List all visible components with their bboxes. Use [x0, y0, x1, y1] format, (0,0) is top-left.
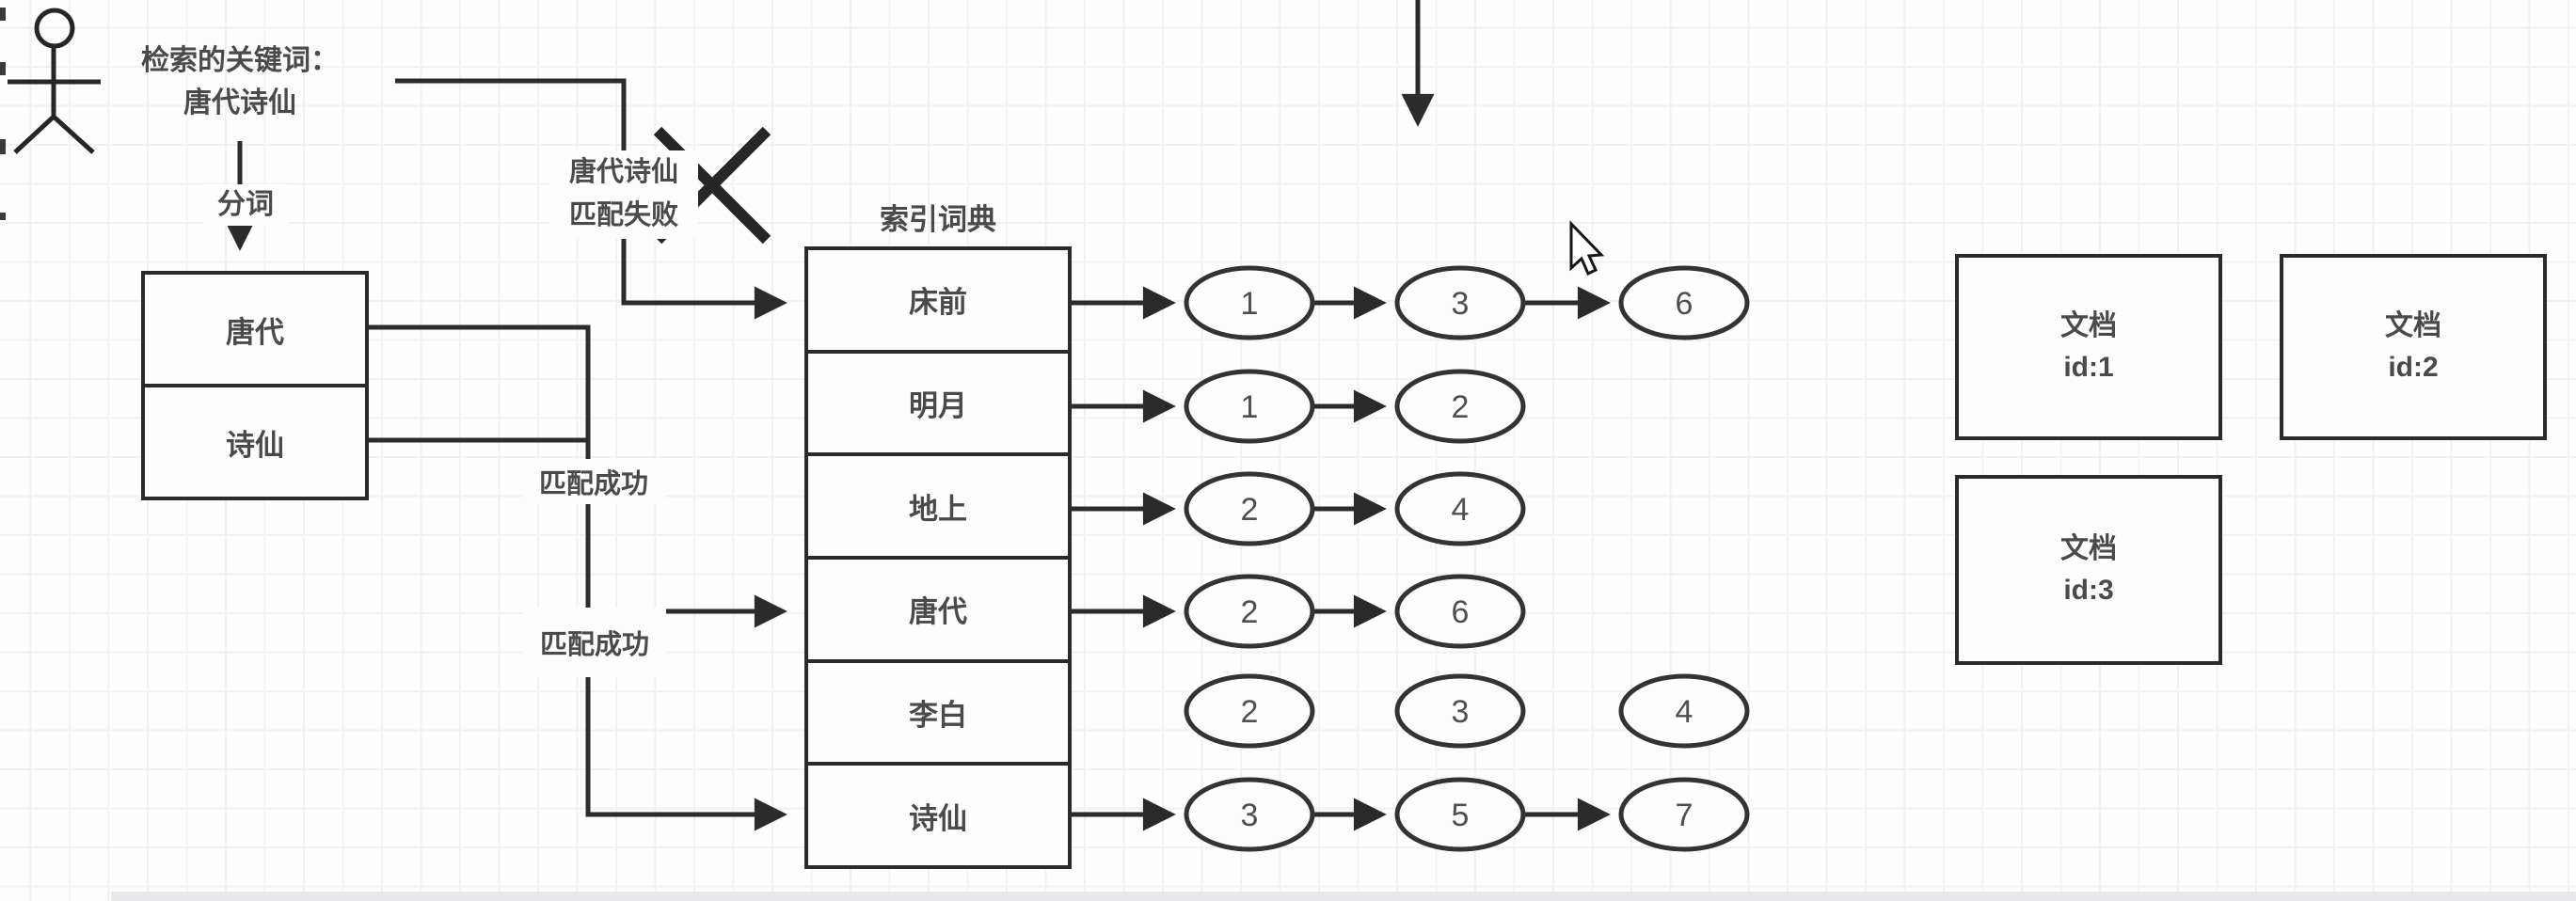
query-keywords-value: 唐代诗仙: [183, 87, 296, 119]
segmentation-label[interactable]: 分词: [203, 184, 288, 226]
query-keywords-label: 检索的关键词： 唐代诗仙: [113, 40, 367, 124]
posting-ellipse[interactable]: [1394, 471, 1526, 546]
posting-ellipse[interactable]: [1184, 369, 1315, 444]
dictionary-row-4[interactable]: 唐代: [808, 556, 1068, 659]
document-box-2[interactable]: 文档 id:2: [2280, 254, 2547, 440]
query-terms-box[interactable]: 唐代 诗仙: [141, 271, 369, 500]
posting-node[interactable]: 5: [1394, 777, 1526, 852]
posting-ellipse[interactable]: [1618, 673, 1750, 749]
posting-node[interactable]: 4: [1394, 471, 1526, 546]
posting-ellipse[interactable]: [1394, 369, 1526, 444]
posting-ellipse[interactable]: [1184, 673, 1315, 749]
posting-number: 3: [1452, 286, 1470, 322]
posting-node[interactable]: 2: [1184, 574, 1315, 649]
dictionary-row-1[interactable]: 床前: [909, 286, 967, 320]
posting-number: 2: [1241, 492, 1259, 528]
posting-node[interactable]: 2: [1184, 471, 1315, 546]
posting-node[interactable]: 7: [1618, 777, 1750, 852]
posting-node[interactable]: 2: [1394, 369, 1526, 444]
posting-number: 1: [1241, 286, 1259, 322]
posting-node[interactable]: 3: [1394, 673, 1526, 749]
document-label: 文档: [2060, 310, 2117, 341]
match-fail-line1: 唐代诗仙: [568, 157, 678, 187]
document-label: 文档: [2385, 310, 2441, 341]
query-term-tangdai[interactable]: 唐代: [226, 315, 284, 349]
dictionary-row-3[interactable]: 地上: [808, 452, 1068, 556]
horizontal-scrollbar[interactable]: [111, 892, 2576, 901]
left-edge-artifact: [0, 8, 6, 21]
document-box-3[interactable]: 文档 id:3: [1955, 475, 2222, 665]
actor-icon[interactable]: [8, 8, 101, 154]
dictionary-row-2[interactable]: 明月: [808, 349, 1068, 453]
match-success-label-2[interactable]: 匹配成功: [523, 608, 666, 677]
left-edge-artifact: [0, 213, 6, 220]
posting-ellipse[interactable]: [1394, 265, 1526, 340]
posting-node[interactable]: 3: [1184, 777, 1315, 852]
posting-ellipse[interactable]: [1394, 777, 1526, 852]
index-dictionary-table[interactable]: 床前明月地上唐代李白诗仙: [804, 246, 1072, 869]
posting-number: 2: [1452, 389, 1470, 425]
posting-node[interactable]: 1: [1184, 369, 1315, 444]
posting-node[interactable]: 4: [1618, 673, 1750, 749]
query-keywords-title: 检索的关键词：: [141, 45, 339, 76]
left-edge-artifact: [0, 62, 6, 75]
posting-ellipse[interactable]: [1184, 265, 1315, 340]
posting-ellipse[interactable]: [1184, 574, 1315, 649]
document-label: 文档: [2060, 533, 2117, 564]
posting-ellipse[interactable]: [1394, 673, 1526, 749]
posting-ellipse[interactable]: [1184, 471, 1315, 546]
posting-number: 5: [1452, 798, 1470, 833]
posting-number: 6: [1676, 286, 1693, 322]
posting-ellipse[interactable]: [1394, 574, 1526, 649]
document-id: id:1: [2063, 352, 2114, 383]
posting-ellipse[interactable]: [1184, 777, 1315, 852]
match-fail-line2: 匹配失败: [568, 200, 678, 230]
posting-node[interactable]: 1: [1184, 265, 1315, 340]
posting-number: 4: [1452, 492, 1470, 528]
document-box-1[interactable]: 文档 id:1: [1955, 254, 2222, 440]
document-id: id:3: [2063, 575, 2114, 606]
mouse-cursor-icon: [1569, 220, 1605, 277]
posting-ellipse[interactable]: [1618, 265, 1750, 340]
posting-ellipse[interactable]: [1618, 777, 1750, 852]
posting-number: 3: [1241, 798, 1259, 833]
posting-number: 6: [1452, 594, 1470, 630]
query-term-shixian[interactable]: 诗仙: [145, 384, 365, 497]
posting-node[interactable]: 3: [1394, 265, 1526, 340]
index-dictionary-title: 索引词典: [880, 203, 996, 236]
posting-number: 2: [1241, 694, 1259, 730]
match-success-label-1[interactable]: 匹配成功: [522, 459, 665, 504]
posting-number: 3: [1452, 694, 1470, 730]
left-edge-artifact: [0, 139, 6, 154]
posting-node[interactable]: 6: [1394, 574, 1526, 649]
posting-node[interactable]: 6: [1618, 265, 1750, 340]
dictionary-row-6[interactable]: 诗仙: [808, 762, 1068, 865]
posting-node[interactable]: 2: [1184, 673, 1315, 749]
posting-number: 4: [1676, 694, 1693, 730]
posting-number: 1: [1241, 389, 1259, 425]
dictionary-row-5[interactable]: 李白: [808, 658, 1068, 763]
posting-number: 7: [1676, 798, 1693, 833]
match-fail-label[interactable]: 唐代诗仙 匹配失败: [549, 150, 698, 239]
document-id: id:2: [2388, 352, 2439, 383]
posting-number: 2: [1241, 594, 1259, 630]
